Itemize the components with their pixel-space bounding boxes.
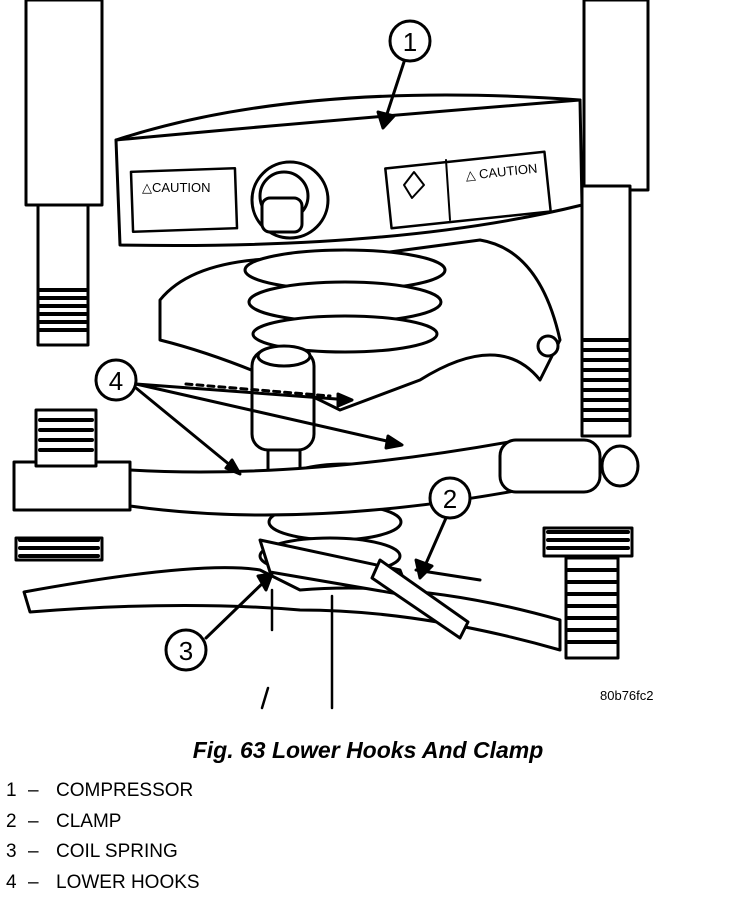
legend-label: COIL SPRING bbox=[56, 841, 178, 862]
callout-1: 1 bbox=[376, 19, 432, 130]
legend-item: 3–COIL SPRING bbox=[6, 837, 200, 868]
legend-separator: – bbox=[28, 841, 39, 862]
callout-4: 4 bbox=[94, 358, 404, 476]
callout-4-number: 4 bbox=[109, 366, 123, 396]
callout-1-number: 1 bbox=[403, 27, 417, 57]
legend-number: 4 bbox=[6, 871, 17, 893]
diagram-illustration: 1 2 3 4 △CAUTION △ CAUTION bbox=[12, 0, 650, 710]
callout-3: 3 bbox=[164, 572, 274, 672]
legend-item: 4–LOWER HOOKS bbox=[6, 868, 200, 898]
legend-item: 1–COMPRESSOR bbox=[6, 776, 200, 807]
legend-list: 1–COMPRESSOR 2–CLAMP 3–COIL SPRING 4–LOW… bbox=[6, 776, 200, 898]
figure-caption: Fig. 63 Lower Hooks And Clamp bbox=[192, 737, 544, 763]
legend-number: 1 bbox=[6, 780, 17, 801]
callout-2: 2 bbox=[414, 476, 472, 580]
legend-separator: – bbox=[28, 780, 39, 801]
legend-label: LOWER HOOKS bbox=[56, 871, 200, 893]
legend-number: 3 bbox=[6, 841, 17, 862]
legend-label: COMPRESSOR bbox=[56, 780, 194, 801]
left-column-rod bbox=[24, 0, 104, 347]
legend-label: CLAMP bbox=[56, 810, 122, 832]
legend-separator: – bbox=[28, 871, 39, 893]
callout-3-number: 3 bbox=[179, 636, 193, 666]
figure-id: 80b76fc2 bbox=[600, 688, 654, 703]
right-column-rod bbox=[580, 0, 650, 438]
right-caution-label: △ CAUTION bbox=[465, 161, 538, 183]
compressor-housing bbox=[114, 93, 584, 247]
lower-hook-bar bbox=[12, 408, 640, 517]
lower-arm bbox=[14, 526, 634, 660]
left-caution-label: △CAUTION bbox=[142, 180, 211, 195]
legend-number: 2 bbox=[6, 810, 17, 832]
callout-2-number: 2 bbox=[443, 484, 457, 514]
legend-separator: – bbox=[28, 810, 39, 832]
legend-item: 2–CLAMP bbox=[6, 807, 200, 838]
